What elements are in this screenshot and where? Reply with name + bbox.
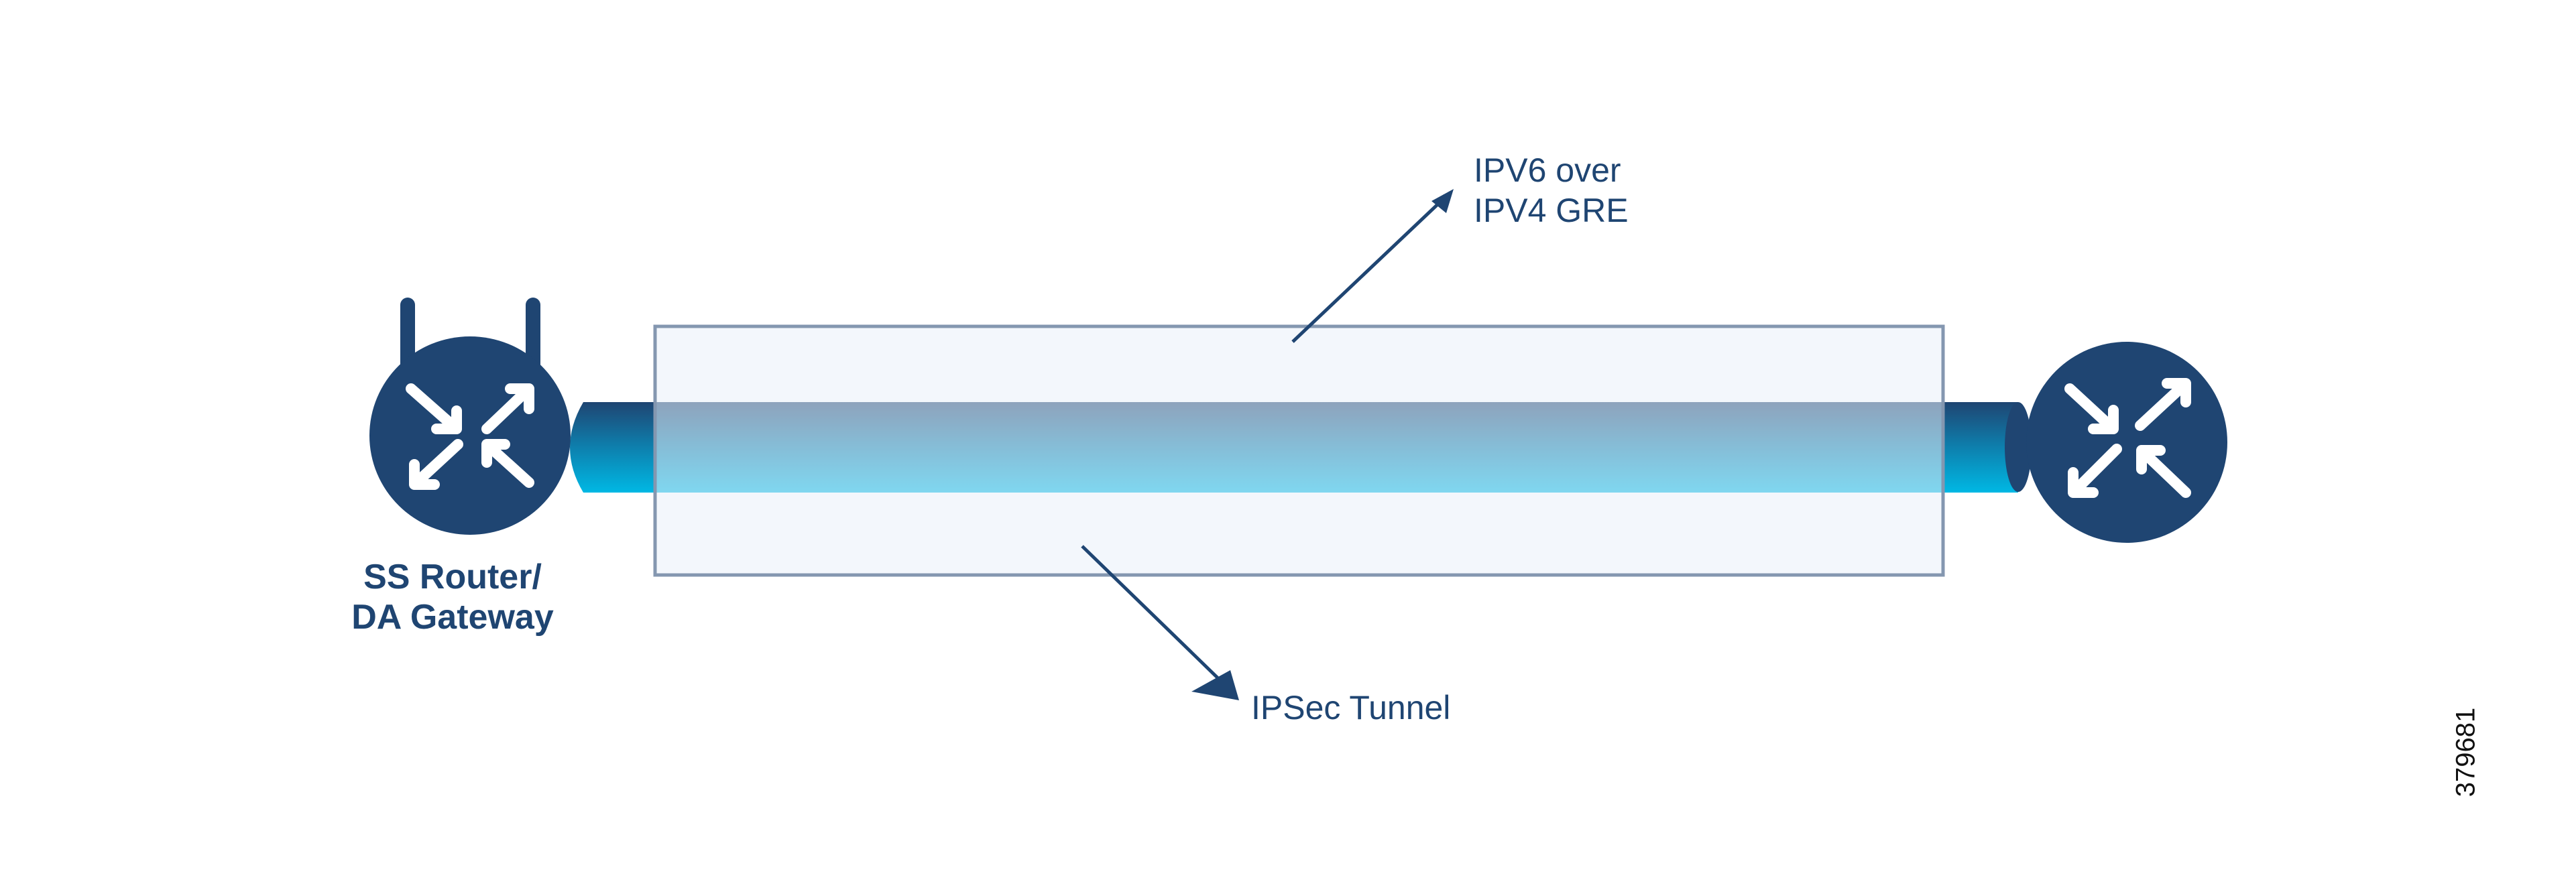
- router-body: [369, 336, 571, 535]
- ipsec-tunnel-box[interactable]: [653, 324, 1945, 577]
- ipsec-label: IPSec Tunnel: [1251, 689, 1451, 726]
- arrow-to-ipsec-label: [1081, 545, 1228, 688]
- tunnel-end-cap: [2005, 402, 2032, 492]
- router-icon: [406, 383, 534, 490]
- arrowhead-ipsec: [1191, 670, 1239, 700]
- router-icon: [2064, 378, 2191, 498]
- router-label-line2: DA Gateway: [351, 597, 554, 637]
- gre-label-line1: IPV6 over: [1474, 151, 1621, 189]
- arrowhead-gre: [1431, 189, 1454, 213]
- router-body: [2026, 342, 2227, 543]
- left-router[interactable]: [369, 298, 571, 535]
- right-router[interactable]: [2026, 342, 2227, 543]
- router-label-line1: SS Router/: [363, 558, 542, 596]
- gre-label: IPV6 over IPV4 GRE: [1474, 150, 1629, 231]
- gre-label-line2: IPV4 GRE: [1474, 192, 1629, 229]
- figure-id: 379681: [2451, 707, 2481, 797]
- arrow-to-gre-label: [1291, 192, 1450, 343]
- router-label: SS Router/ DA Gateway: [315, 558, 590, 638]
